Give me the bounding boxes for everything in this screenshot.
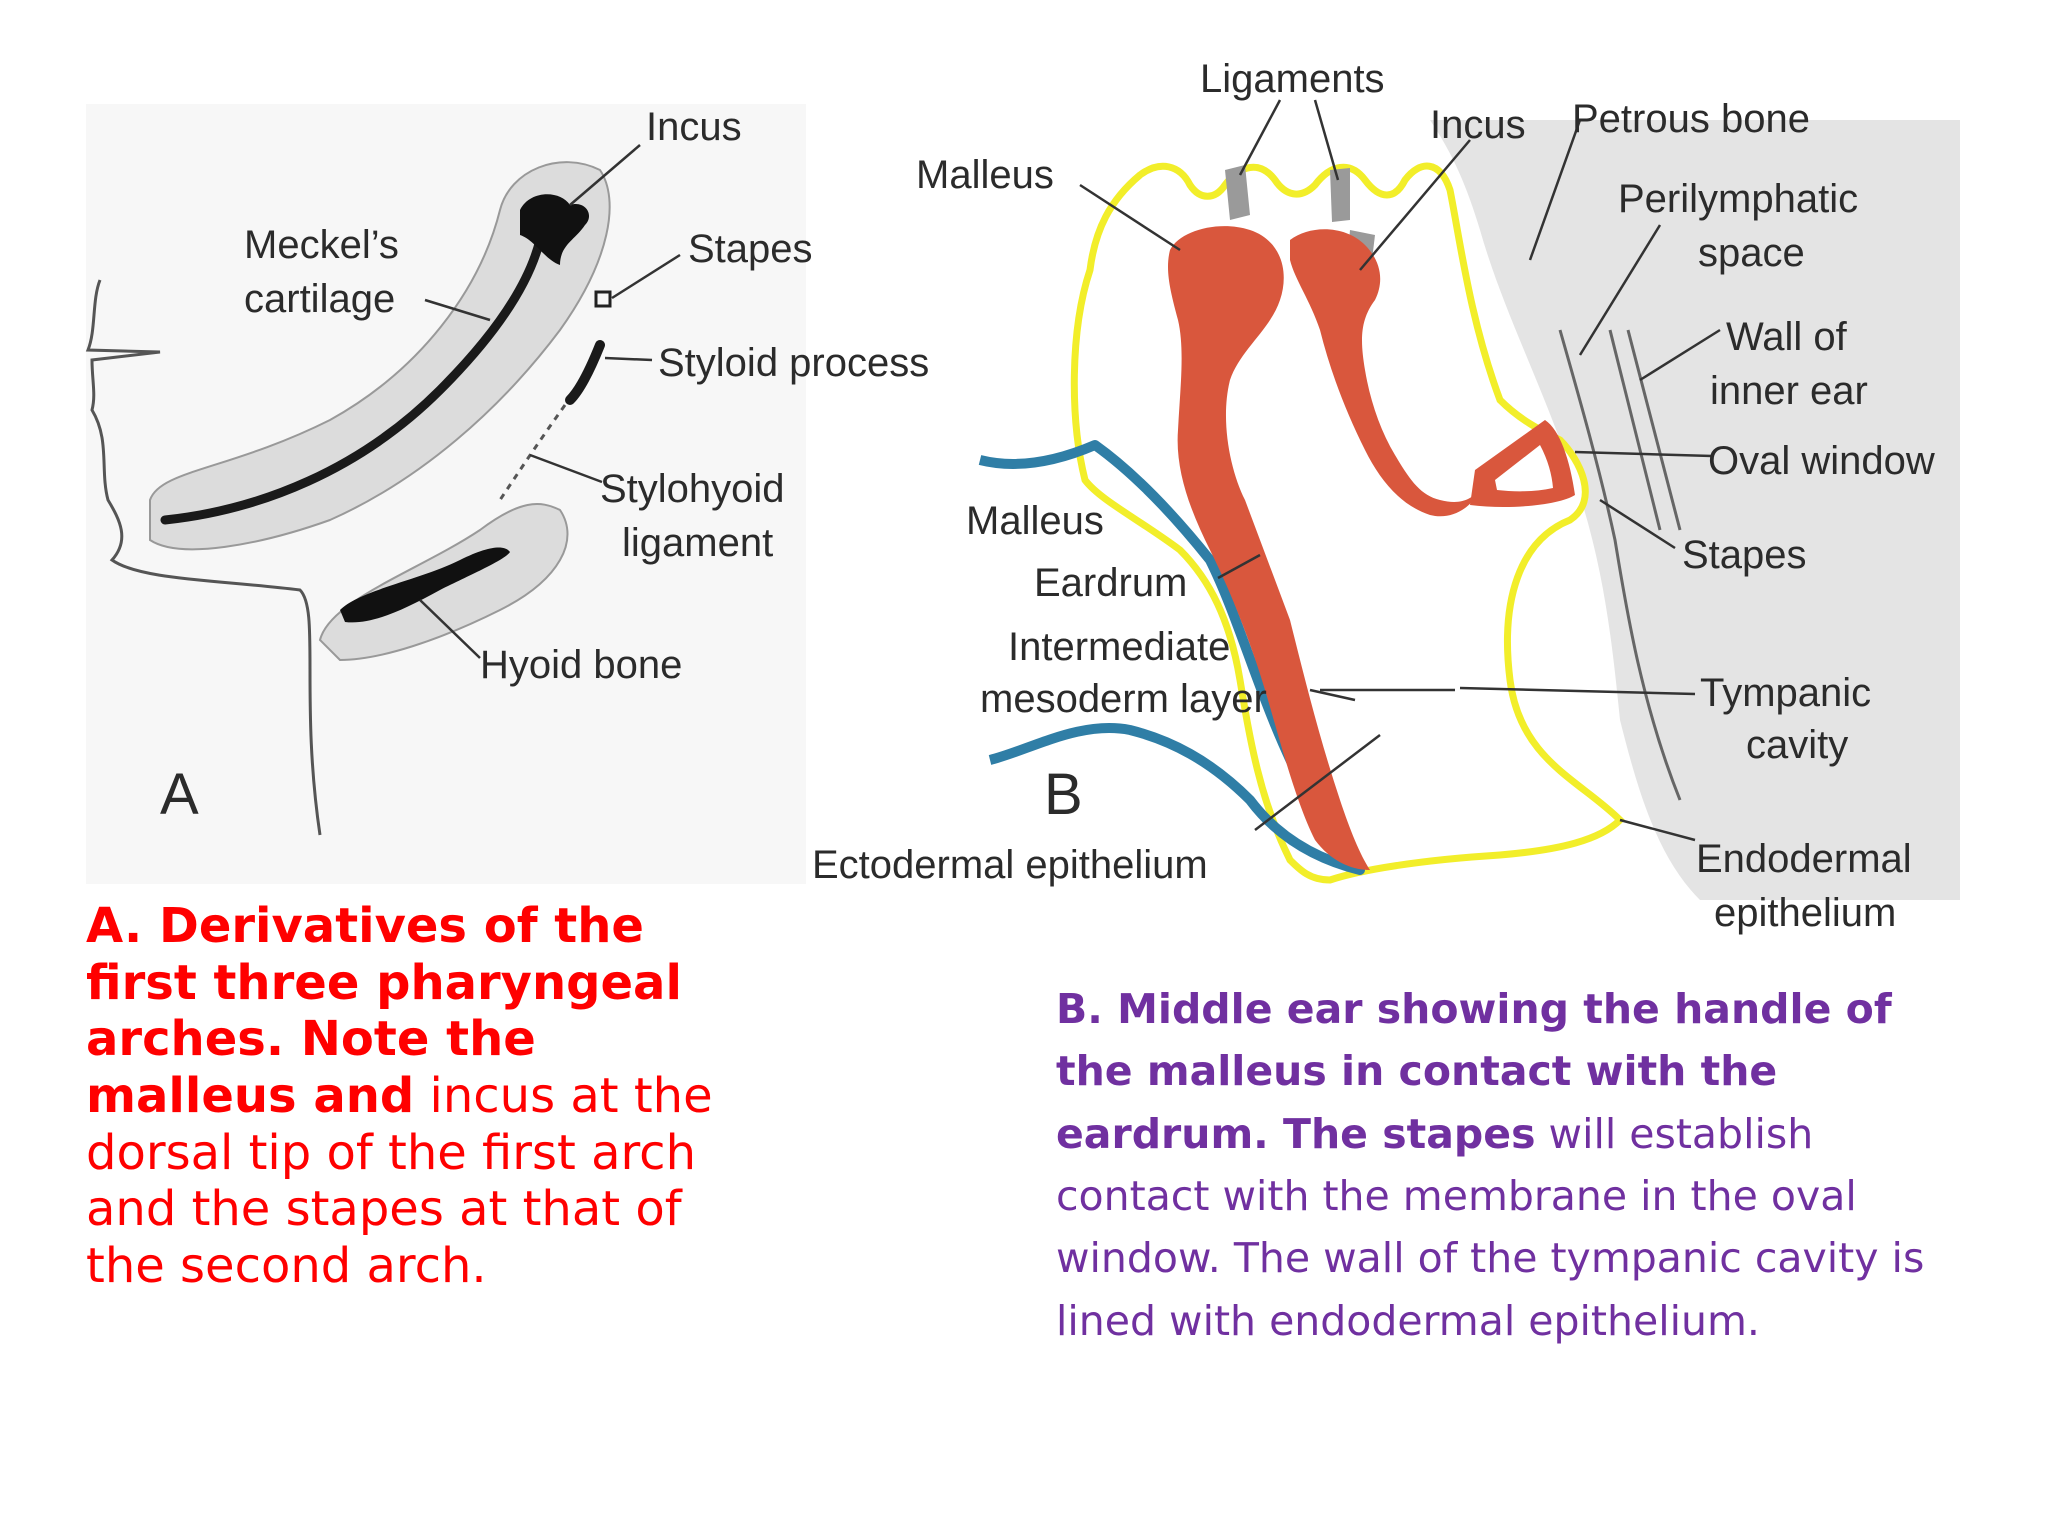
inner-ear-wall-lines	[1558, 329, 1682, 801]
caption-b-regular: will establish contact with the membrane…	[1056, 1109, 1925, 1345]
eardrum-label: Eardrum	[1034, 561, 1187, 605]
stylohyoid-ligament-label-line1: Stylohyoid	[600, 467, 785, 511]
malleus-shape	[1167, 226, 1370, 870]
stapes-shape	[1470, 420, 1575, 507]
endodermal-epithelium-label-line2: epithelium	[1714, 891, 1896, 935]
endodermal-epithelium-label-line1: Endodermal	[1696, 837, 1912, 881]
perilymphatic-space-label-line1: Perilymphatic	[1618, 177, 1858, 221]
caption-a-bold: A. Derivatives of the first three pharyn…	[86, 898, 682, 1124]
panel-b-letter: B	[1044, 762, 1083, 827]
meckels-cartilage-label-line1: Meckel’s	[244, 223, 399, 267]
caption-a-regular: incus at the dorsal tip of the first arc…	[86, 1067, 713, 1294]
tympanic-cavity-label-line2: cavity	[1746, 723, 1848, 767]
first-arch-shading	[149, 161, 611, 551]
intermediate-mesoderm-label-line2: mesoderm layer	[980, 677, 1267, 721]
stylohyoid-ligament-label-line2: ligament	[622, 521, 773, 565]
malleus-top-label: Malleus	[916, 153, 1054, 197]
hyoid-bone-label: Hyoid bone	[480, 643, 682, 687]
perilymphatic-space-label-line2: space	[1698, 231, 1805, 275]
malleus-mid-label: Malleus	[966, 499, 1104, 543]
incus-shape	[1290, 229, 1480, 517]
panel-a: Incus Meckel’s cartilage Stapes Styloid …	[85, 104, 929, 884]
caption-b-bold: B. Middle ear showing the handle of the …	[1056, 985, 1892, 1158]
petrous-bone-label: Petrous bone	[1572, 97, 1810, 141]
panel-a-letter: A	[160, 762, 199, 827]
wall-of-inner-ear-label-line1: Wall of	[1726, 315, 1848, 359]
oval-window-label: Oval window	[1708, 439, 1935, 483]
petrous-bone-region	[1430, 120, 1960, 900]
incus-label-a: Incus	[646, 105, 742, 149]
ligaments-label: Ligaments	[1200, 57, 1385, 101]
meckels-cartilage-label-line2: cartilage	[244, 277, 395, 321]
wall-of-inner-ear-label-line2: inner ear	[1710, 369, 1868, 413]
incus-malleus-shape	[520, 194, 590, 265]
panel-a-leader-lines	[419, 144, 681, 659]
intermediate-mesoderm-label-line1: Intermediate	[1008, 625, 1230, 669]
caption-panel-b: B. Middle ear showing the handle of the …	[1056, 978, 1936, 1352]
meckels-cartilage-shape	[160, 235, 545, 525]
ectodermal-epithelium-label: Ectodermal epithelium	[812, 843, 1208, 887]
styloid-process-shape	[565, 340, 605, 405]
stapes-label-b: Stapes	[1682, 533, 1807, 577]
panel-b-leader-lines	[1079, 99, 1721, 842]
tympanic-cavity-label-line1: Tympanic	[1700, 671, 1871, 715]
stapes-small-shape	[594, 290, 612, 308]
styloid-process-label: Styloid process	[658, 341, 929, 385]
incus-label-b: Incus	[1430, 103, 1526, 147]
face-profile-outline	[85, 279, 322, 836]
hyoid-bone-shape	[340, 547, 510, 623]
caption-panel-a: A. Derivatives of the first three pharyn…	[86, 898, 726, 1294]
panel-b: Ligaments Malleus Incus Petrous bone Per…	[812, 57, 1960, 935]
stapes-label-a: Stapes	[688, 227, 813, 271]
